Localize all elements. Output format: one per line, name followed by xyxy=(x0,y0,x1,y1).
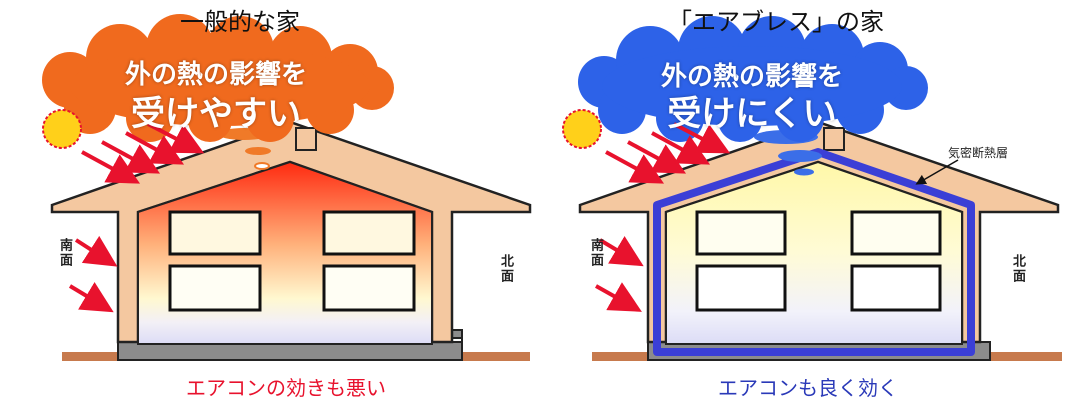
left-cloud xyxy=(42,14,394,142)
right-window-tl xyxy=(695,210,787,256)
heat-arrow-icon xyxy=(68,122,205,313)
sun-icon xyxy=(42,109,82,149)
right-cool-blob xyxy=(794,168,814,176)
left-north-label: 北面 xyxy=(498,254,513,284)
insulation-label: 気密断熱層 xyxy=(948,146,1009,160)
left-window-br xyxy=(322,264,416,312)
right-cool-blob xyxy=(778,150,822,162)
right-chimney xyxy=(823,127,845,151)
insulation-pointer xyxy=(915,159,959,185)
left-heat-blob xyxy=(254,162,270,170)
right-house xyxy=(578,120,1062,361)
left-caption: エアコンの効きも悪い xyxy=(186,376,386,400)
left-window-bl xyxy=(168,264,262,312)
right-cloud-line2: 受けにくい xyxy=(667,94,837,134)
left-panel-title: 一般的な家 xyxy=(180,8,300,36)
left-window-tl xyxy=(168,210,262,256)
right-north-label: 北面 xyxy=(1010,254,1025,284)
left-window-tr xyxy=(322,210,416,256)
right-window-bl xyxy=(695,264,787,312)
right-cloud xyxy=(578,16,928,142)
left-cloud-line1: 外の熱の影響を xyxy=(124,60,307,90)
left-chimney xyxy=(295,127,317,151)
left-cloud-line2: 受けやすい xyxy=(131,94,301,134)
left-house xyxy=(50,120,532,361)
right-panel-title: 「エアブレス」の家 xyxy=(668,8,884,36)
left-heat-blob xyxy=(245,147,271,155)
heat-arrow-icon xyxy=(595,122,731,312)
right-window-br xyxy=(850,264,942,312)
right-cloud-line1: 外の熱の影響を xyxy=(660,62,843,92)
right-south-label: 南面 xyxy=(588,238,603,268)
right-caption: エアコンも良く効く xyxy=(718,376,898,400)
sun-icon xyxy=(562,109,602,149)
right-window-tr xyxy=(850,210,942,256)
left-south-label: 南面 xyxy=(57,238,72,268)
